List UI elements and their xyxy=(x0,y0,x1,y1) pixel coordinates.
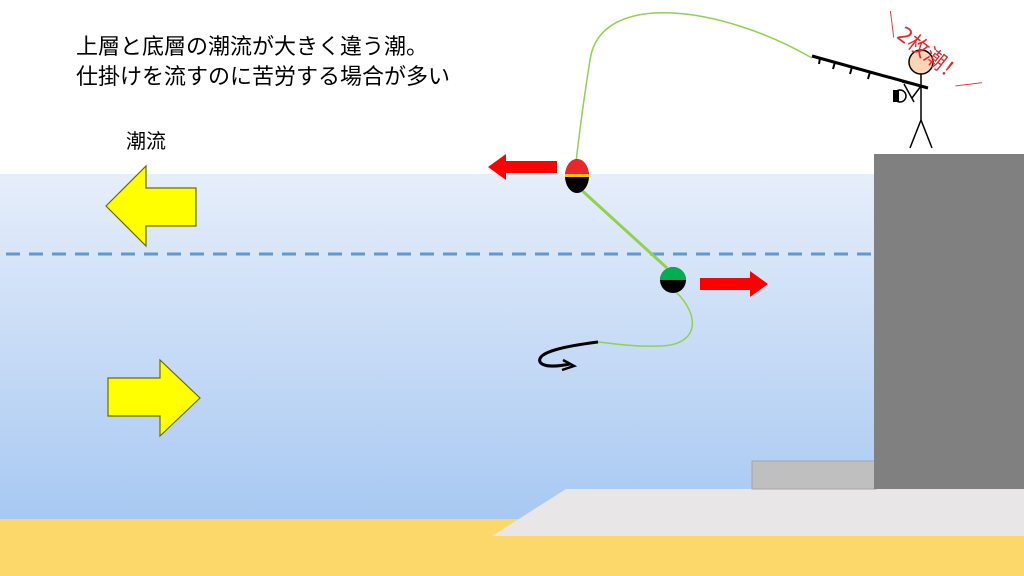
middle-float xyxy=(660,267,686,293)
current-label: 潮流 xyxy=(126,129,166,153)
reel xyxy=(893,83,915,103)
lower-current-arrow xyxy=(107,358,201,438)
pier-wall xyxy=(874,154,1024,489)
annotation-line-2: 仕掛けを流すのに苦労する場合が多い xyxy=(76,65,451,90)
concrete-slope xyxy=(492,489,1024,536)
upper-current-arrow xyxy=(105,164,197,248)
fishing-line-air xyxy=(575,12,813,163)
fishing-line-mid xyxy=(575,184,669,270)
hook xyxy=(538,340,599,368)
upper-float xyxy=(565,159,589,193)
fishing-line-bottom xyxy=(597,291,694,347)
angler-figure xyxy=(901,49,934,149)
rod-guides xyxy=(818,57,871,80)
annotation-line-1: 上層と底層の潮流が大きく違う潮。 xyxy=(76,35,429,60)
upper-float-arrow xyxy=(488,154,557,180)
middle-float-arrow xyxy=(700,271,768,297)
hook-barb xyxy=(561,358,578,372)
step-block xyxy=(751,460,877,490)
